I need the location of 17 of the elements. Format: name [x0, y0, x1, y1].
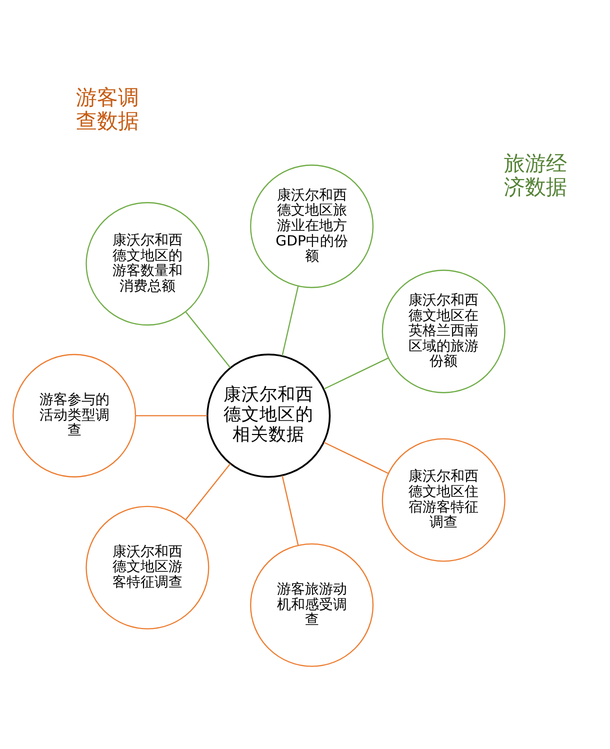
- label: 旅游经济数据: [504, 151, 568, 199]
- connector: [185, 312, 231, 368]
- node-circle: 游客旅游动机和感受调查: [250, 543, 374, 667]
- connector: [282, 476, 299, 546]
- connector: [185, 463, 231, 520]
- connector: [324, 358, 389, 390]
- node-circle: 游客参与的活动类型调查: [12, 354, 136, 478]
- connector: [136, 415, 208, 416]
- node-circle: 康沃尔和西德文地区在英格兰西南区域的旅游份额: [382, 270, 506, 394]
- node-circle: 康沃尔和西德文地区的游客数量和消费总额: [86, 202, 210, 326]
- node-circle: 康沃尔和西德文地区的相关数据: [206, 354, 331, 478]
- connector: [282, 286, 299, 356]
- node-circle: 康沃尔和西德文地区住宿游客特征调查: [382, 438, 506, 562]
- connector: [324, 442, 389, 474]
- node-circle: 康沃尔和西德文地区游客特征调查: [86, 506, 210, 630]
- node-circle: 康沃尔和西德文地区旅游业在地方GDP中的份额: [250, 164, 374, 288]
- label: 游客调查数据: [76, 85, 139, 133]
